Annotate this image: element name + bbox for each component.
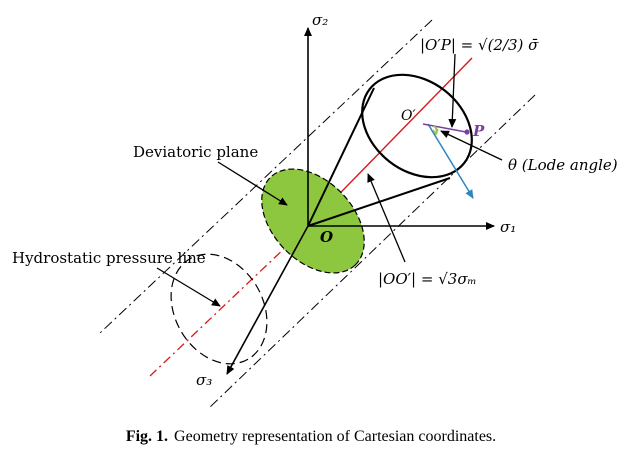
o-prime-p-leader xyxy=(448,53,457,128)
hydrostatic-line-dashed xyxy=(149,225,309,377)
point-p-marker xyxy=(464,129,470,135)
deviatoric-plane-leader xyxy=(217,161,288,206)
lode-angle-label: θ (Lode angle) xyxy=(508,156,618,174)
lode-angle-leader xyxy=(440,130,503,161)
caption-label: Fig. 1. xyxy=(125,428,169,445)
point-p-label: P xyxy=(472,122,485,140)
hydrostatic-line-leader xyxy=(156,267,221,307)
o-prime-p-formula: |O′P| = √(2/3) σ̄ xyxy=(420,36,539,54)
diagram-canvas: σ₂ σ₁ σ₃ O O′ P Deviatoric plane Hydrost… xyxy=(12,11,618,410)
deviatoric-plane xyxy=(261,168,365,274)
dashed-cross-section xyxy=(170,253,268,365)
sigma3-axis xyxy=(226,225,309,375)
cylinder-boundary-lower xyxy=(207,94,536,410)
hydrostatic-line-label: Hydrostatic pressure line xyxy=(12,249,206,267)
sigma3-label: σ₃ xyxy=(196,371,212,389)
oo-prime-leader xyxy=(367,173,406,263)
cylinder-boundary-upper xyxy=(99,19,433,334)
yield-surface-section xyxy=(361,73,473,179)
sigma1-label: σ₁ xyxy=(500,218,516,236)
deviatoric-direction-arrow xyxy=(427,123,474,199)
lode-angle-arc-tip xyxy=(432,128,439,136)
deviatoric-plane-label: Deviatoric plane xyxy=(133,143,258,161)
caption-text: Geometry representation of Cartesian coo… xyxy=(174,428,497,445)
sigma2-label: σ₂ xyxy=(312,11,328,29)
o-prime-label: O′ xyxy=(401,108,416,124)
oo-prime-formula: |OO′| = √3σₘ xyxy=(378,270,477,288)
figure-caption: Fig. 1. Geometry representation of Cartes… xyxy=(0,428,622,446)
o-prime-p-vector xyxy=(422,123,467,133)
origin-label: O xyxy=(320,228,333,246)
cone-line-lower xyxy=(307,177,451,227)
